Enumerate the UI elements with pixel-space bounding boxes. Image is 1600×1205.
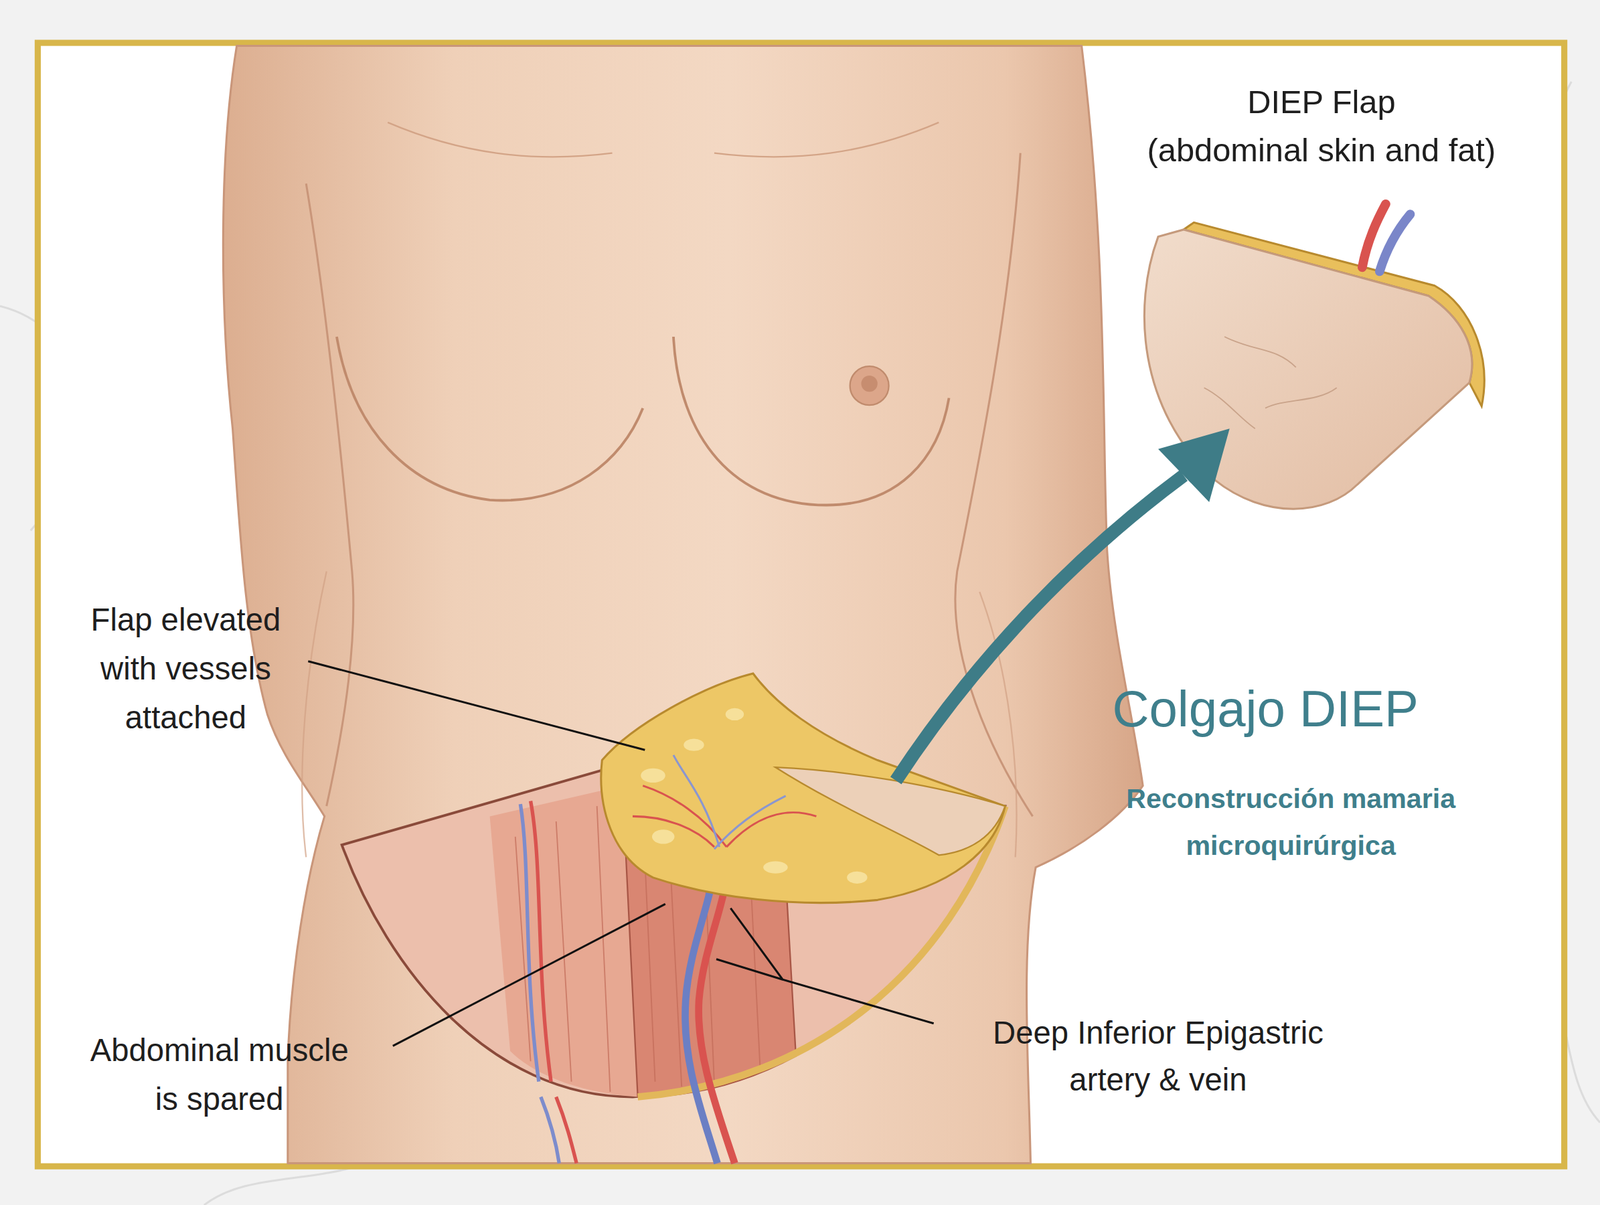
- deep-inferior-epigastric-vein: [684, 846, 717, 1164]
- artery: [530, 801, 578, 1164]
- leader-line: [716, 908, 934, 1024]
- nipple: [860, 375, 877, 392]
- flap-venous-branches: [673, 755, 786, 849]
- diep-flap: [1144, 229, 1472, 509]
- arrow-head: [1158, 428, 1230, 503]
- torso: [222, 46, 1143, 1164]
- callout-label: Abdominal muscle is spared: [87, 1026, 353, 1125]
- areola: [850, 366, 890, 406]
- callout-label: Flap elevated with vessels attached: [68, 595, 304, 743]
- flap-heading: DIEP Flap: [1117, 81, 1526, 123]
- flap-skin-face: [775, 767, 1005, 855]
- title: Colgajo DIEP: [1111, 678, 1521, 740]
- flap-vein: [1379, 214, 1411, 272]
- leader-line: [392, 903, 666, 1046]
- gold-frame: [37, 42, 1564, 1167]
- subtitle: Reconstrucción mamaria microquirúrgica: [1086, 775, 1495, 869]
- left-breast: [336, 336, 643, 501]
- flap-skin-veins: [1204, 336, 1337, 429]
- leader-line: [307, 661, 645, 751]
- fat-lobules: [640, 708, 867, 884]
- callout-label: Deep Inferior Epigastric artery & vein: [969, 1010, 1347, 1104]
- right-arm-edge: [955, 153, 1033, 817]
- flap-subheading: (abdominal skin and fat): [1117, 129, 1526, 171]
- right-breast: [673, 336, 950, 505]
- vein: [520, 804, 559, 1164]
- left-arm-edge: [305, 183, 354, 807]
- clavicle-lines: [387, 122, 939, 157]
